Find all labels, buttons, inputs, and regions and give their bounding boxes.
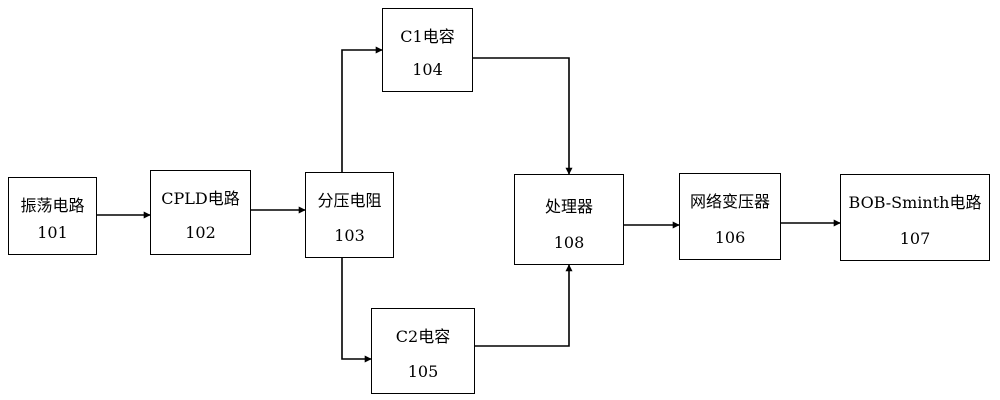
arrow-103-to-105	[341, 258, 372, 363]
block-transformer: 网络变压器 106	[679, 173, 781, 260]
block-c1: C1电容 104	[382, 8, 473, 92]
block-divider-number: 103	[334, 226, 365, 245]
block-oscillator-name: 振荡电路	[20, 196, 85, 215]
block-transformer-name: 网络变压器	[689, 192, 770, 211]
block-divider-name: 分压电阻	[317, 191, 382, 210]
block-processor: 处理器 108	[514, 174, 624, 265]
block-c1-name: C1电容	[400, 27, 455, 46]
block-processor-number: 108	[553, 233, 585, 252]
block-cpld-name: CPLD电路	[161, 189, 240, 208]
block-bob: BOB-Sminth电路 107	[840, 174, 990, 261]
block-processor-name: 处理器	[544, 197, 593, 216]
block-bob-name: BOB-Sminth电路	[848, 193, 982, 212]
block-oscillator: 振荡电路 101	[8, 177, 97, 255]
block-cpld: CPLD电路 102	[150, 170, 251, 255]
block-c2-number: 105	[407, 362, 439, 381]
block-divider: 分压电阻 103	[305, 172, 394, 258]
arrow-104-to-108	[473, 57, 573, 175]
block-c2-name: C2电容	[395, 327, 451, 346]
block-transformer-number: 106	[714, 228, 746, 247]
arrow-103-to-104	[341, 46, 383, 172]
block-cpld-number: 102	[185, 223, 216, 242]
block-bob-number: 107	[899, 229, 931, 248]
block-c1-number: 104	[412, 60, 443, 79]
block-c2: C2电容 105	[371, 308, 475, 394]
block-oscillator-number: 101	[37, 223, 68, 242]
arrow-105-to-108	[475, 264, 573, 347]
